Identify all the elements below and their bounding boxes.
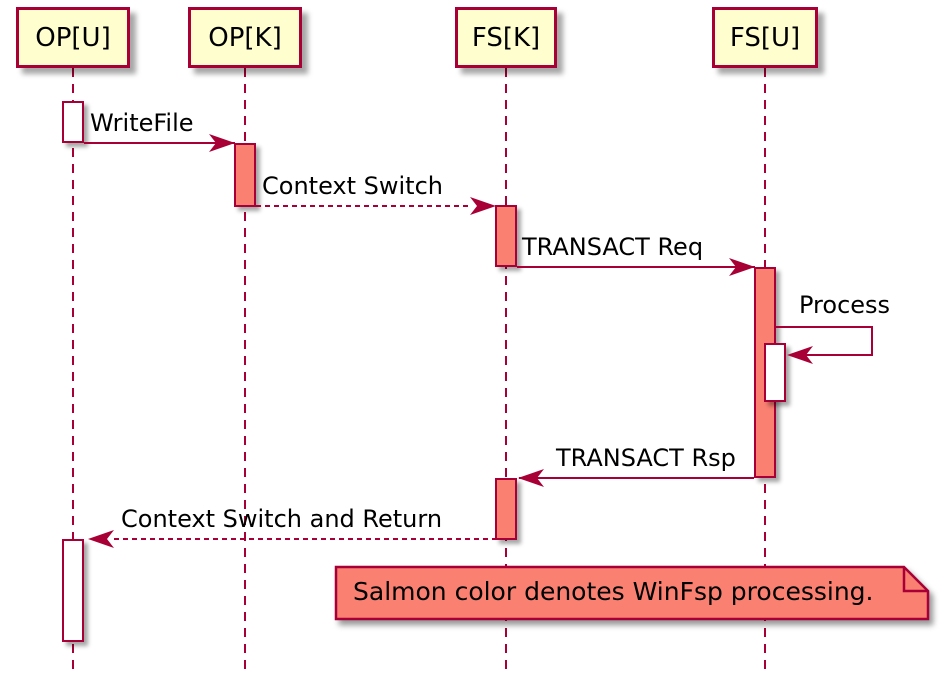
- participant-op-u-label: OP[U]: [35, 22, 111, 53]
- participant-fs-k-label: FS[K]: [471, 22, 541, 53]
- participant-op-k-label: OP[K]: [208, 22, 282, 53]
- lifeline-op-k: [244, 68, 246, 676]
- arrowhead-left-process: [787, 346, 813, 364]
- note-shape: [334, 565, 930, 621]
- message-label-transact-rsp: TRANSACT Rsp: [556, 444, 736, 472]
- message-label-writefile: WriteFile: [90, 109, 194, 137]
- activation-fs-k-response: [495, 478, 517, 540]
- message-label-process: Process: [799, 291, 891, 319]
- participant-fs-u-label: FS[U]: [729, 22, 801, 53]
- participant-op-k: OP[K]: [188, 7, 302, 68]
- participant-fs-u: FS[U]: [712, 7, 818, 68]
- participant-op-u: OP[U]: [16, 7, 130, 68]
- note: Salmon color denotes WinFsp processing.: [337, 568, 923, 615]
- lifeline-op-u: [72, 68, 74, 676]
- lifeline-fs-k: [505, 68, 507, 676]
- message-label-transact-req: TRANSACT Req: [522, 233, 704, 261]
- activation-op-u-start: [62, 101, 84, 143]
- message-line-writefile: [84, 142, 235, 144]
- message-label-context-switch-return: Context Switch and Return: [121, 505, 443, 533]
- arrowhead-right-context-switch: [470, 197, 496, 215]
- message-line-context-switch-return: [114, 538, 496, 540]
- arrowhead-right-transact-req: [729, 258, 755, 276]
- note-text: Salmon color denotes WinFsp processing.: [353, 577, 874, 606]
- message-line-process-side: [871, 326, 873, 356]
- arrowhead-left-context-switch-return: [88, 530, 114, 548]
- message-line-process-top: [776, 326, 873, 328]
- participant-fs-k: FS[K]: [455, 7, 557, 68]
- message-line-transact-req: [517, 266, 755, 268]
- activation-op-k: [234, 143, 256, 207]
- message-line-process-bottom: [790, 354, 873, 356]
- message-line-transact-rsp: [519, 477, 754, 479]
- arrowhead-right-writefile: [209, 134, 235, 152]
- arrowhead-left-transact-rsp: [518, 469, 544, 487]
- message-line-context-switch: [256, 205, 472, 207]
- activation-op-u-end: [62, 539, 84, 642]
- note-fold-icon: [902, 567, 928, 593]
- activation-fs-u-process-nested: [764, 343, 786, 402]
- activation-fs-k-request: [495, 205, 517, 267]
- message-label-context-switch: Context Switch: [262, 172, 443, 200]
